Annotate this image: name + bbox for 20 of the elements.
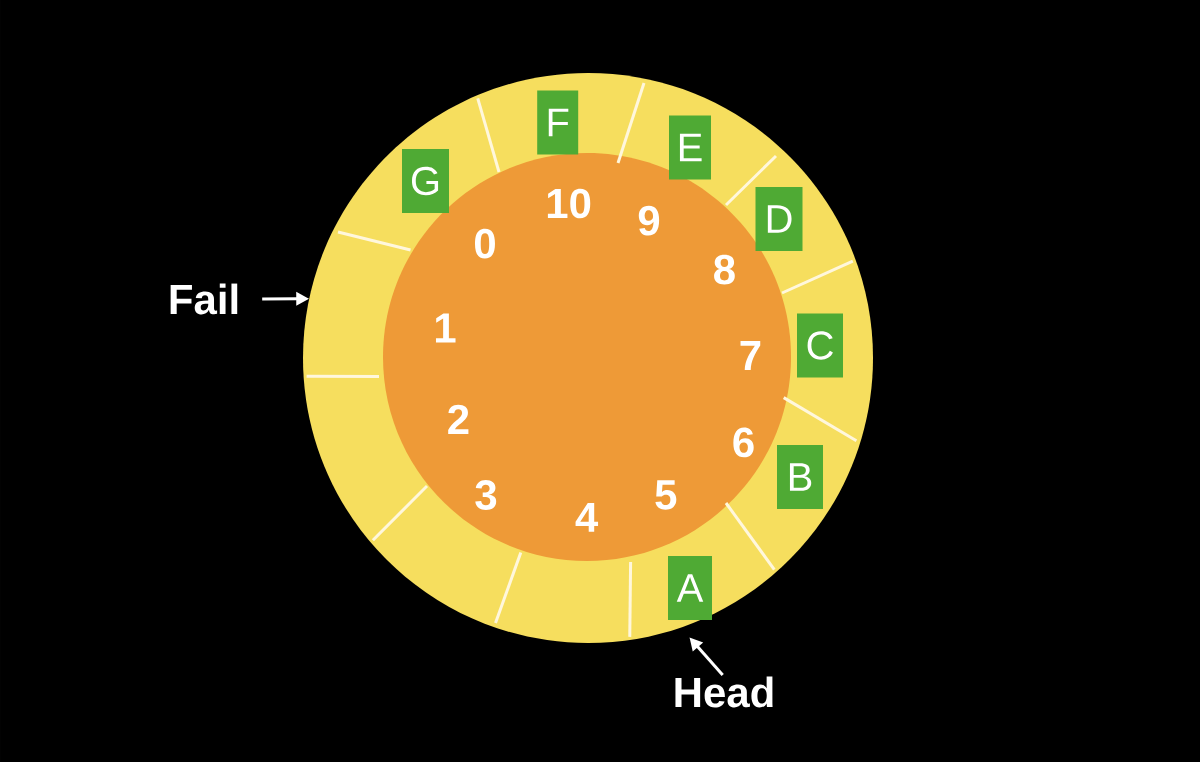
slot-number: 8 [714, 254, 735, 285]
slot-number: 2 [448, 404, 469, 435]
slot-number: 5 [655, 480, 677, 510]
letter-box: C [797, 313, 843, 378]
letter-box: F [537, 90, 579, 155]
pointer-label: Head [675, 676, 773, 708]
slot-number: 7 [740, 341, 761, 370]
letter-box: G [402, 149, 449, 213]
slot-number: 6 [733, 427, 754, 458]
letter-box: E [669, 115, 711, 180]
slot-number: 1 [436, 313, 456, 343]
letter-box: A [668, 556, 712, 620]
letter-box: B [777, 445, 823, 509]
slot-number: 4 [575, 502, 599, 532]
slot-number: 10 [547, 188, 591, 219]
letter-box: D [755, 187, 803, 251]
slot-number: 3 [475, 480, 497, 510]
slot-number: 0 [475, 228, 495, 259]
slot-number: 9 [638, 205, 660, 236]
pointer-label: Fail [170, 283, 238, 315]
